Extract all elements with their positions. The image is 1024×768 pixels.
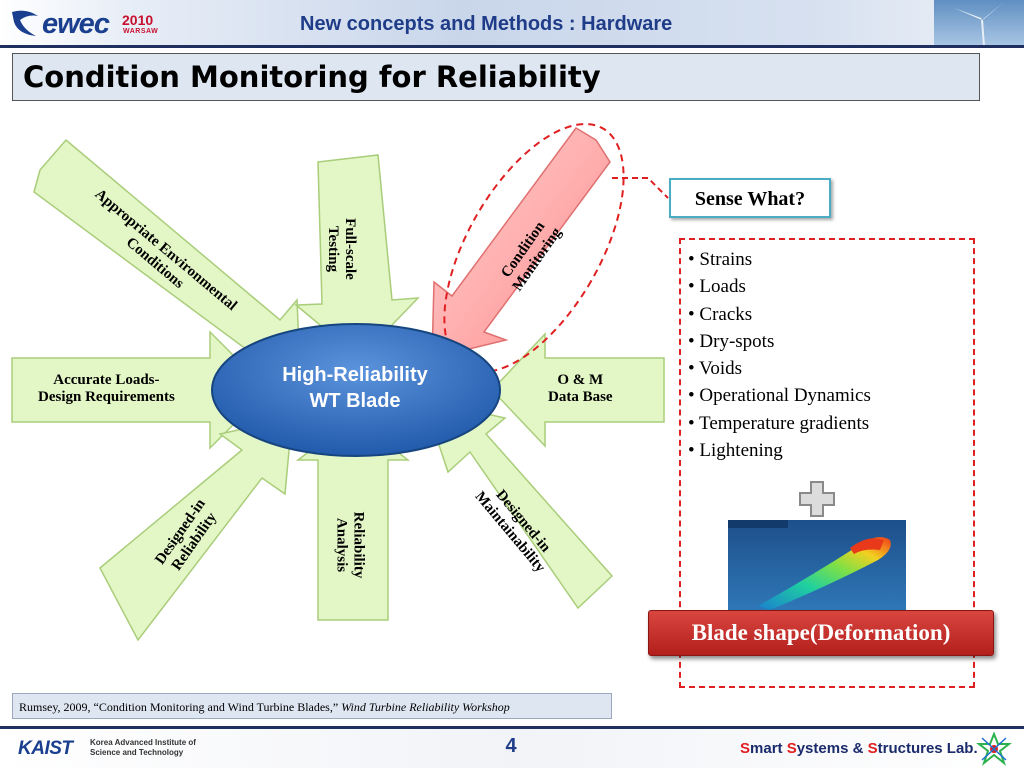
plus-icon	[799, 481, 835, 517]
reference-box: Rumsey, 2009, “Condition Monitoring and …	[12, 693, 612, 719]
blade-shape-text: Blade shape(Deformation)	[691, 620, 951, 645]
center-label-line-2: WT Blade	[309, 390, 401, 412]
logo-year: 2010	[122, 12, 154, 28]
lab-s3: S	[867, 740, 878, 757]
logo-word: ewec	[42, 8, 110, 40]
kaist-subtitle-line-1: Korea Advanced Institute of	[90, 738, 196, 747]
blade-deformation-image	[728, 520, 906, 612]
logo-city: WARSAW	[123, 28, 159, 35]
label-loads: Accurate Loads- Design Requirements	[38, 372, 175, 406]
list-item: • Lightening	[688, 440, 783, 462]
lab-part-1: mart	[750, 740, 787, 757]
slide-title-box: Condition Monitoring for Reliability	[12, 53, 980, 101]
sensed-items-box	[679, 238, 975, 688]
list-item: • Strains	[688, 249, 753, 270]
list-item: • Temperature gradients	[688, 412, 870, 434]
label-loads-line-2: Design Requirements	[38, 389, 175, 405]
sense-what-box: Sense What?	[669, 178, 831, 218]
ewec-logo: ewec 2010 WARSAW	[8, 6, 158, 42]
arrow-shapes	[11, 127, 665, 642]
slide-title: Condition Monitoring for Reliability	[23, 60, 601, 94]
reference-text: Rumsey, 2009, “Condition Monitoring and …	[19, 700, 510, 715]
label-loads-line-1: Accurate Loads-	[53, 372, 160, 388]
arrow-reliability	[99, 417, 293, 642]
kaist-word: KAIST	[18, 738, 73, 759]
kaist-subtitle: Korea Advanced Institute of Science and …	[90, 738, 196, 758]
list-item: • Dry-spots	[688, 330, 775, 352]
wind-turbine-image	[934, 0, 1024, 46]
arrow-om	[490, 332, 665, 448]
lab-part-2: ystems &	[796, 740, 868, 757]
label-full-scale-line-2: Testing	[324, 225, 341, 273]
label-analysis: Reliability Analysis	[332, 512, 366, 579]
kaist-logo: KAIST Korea Advanced Institute of Scienc…	[16, 737, 196, 761]
lab-s1: S	[740, 740, 751, 757]
header-rule	[0, 45, 1024, 48]
center-label-line-1: High-Reliability	[282, 364, 428, 386]
lab-part-3: tructures Lab.	[877, 740, 978, 757]
reference-venue: Wind Turbine Reliability Workshop	[341, 700, 510, 714]
slide-header: ewec 2010 WARSAW New concepts and Method…	[0, 0, 1024, 46]
footer-rule	[0, 726, 1024, 729]
ewec-swoosh-icon	[12, 10, 38, 36]
list-item: • Loads	[688, 276, 746, 298]
blade-shape-label: Blade shape(Deformation)	[648, 610, 994, 656]
label-full-scale-line-1: Full-scale	[341, 218, 358, 280]
reliability-diagram: Appropriate Environmental Conditions Ful…	[0, 100, 680, 660]
label-analysis-line-1: Reliability	[350, 511, 367, 579]
connector-line	[612, 177, 669, 199]
list-item: • Operational Dynamics	[688, 385, 871, 407]
list-item: • Cracks	[688, 303, 753, 325]
page-number: 4	[505, 735, 517, 757]
arrow-maintainability	[422, 398, 614, 610]
slide-footer	[0, 729, 1024, 768]
label-om: O & M Data Base	[548, 372, 613, 406]
diagram-shapes	[11, 123, 669, 642]
lab-name: Smart Systems & Structures Lab.	[740, 740, 978, 757]
sensed-items-list: • Strains • Loads • Cracks • Dry-spots •…	[688, 246, 871, 464]
lab-s2: S	[786, 740, 797, 757]
center-label: High-Reliability WT Blade	[230, 362, 480, 414]
header-title: New concepts and Methods : Hardware	[300, 13, 673, 35]
label-full-scale: Full-scale Testing	[324, 218, 358, 280]
center-ellipse	[211, 323, 501, 457]
label-analysis-line-2: Analysis	[333, 517, 350, 573]
highlight-ellipse	[443, 123, 625, 373]
list-item: • Voids	[688, 358, 743, 380]
kaist-subtitle-line-2: Science and Technology	[90, 748, 184, 757]
sense-what-label: Sense What?	[694, 188, 806, 210]
lab-logo-icon	[976, 732, 1012, 766]
reference-citation: Rumsey, 2009, “Condition Monitoring and …	[19, 700, 342, 714]
label-om-line-1: O & M	[557, 372, 604, 388]
label-om-line-2: Data Base	[548, 389, 613, 405]
